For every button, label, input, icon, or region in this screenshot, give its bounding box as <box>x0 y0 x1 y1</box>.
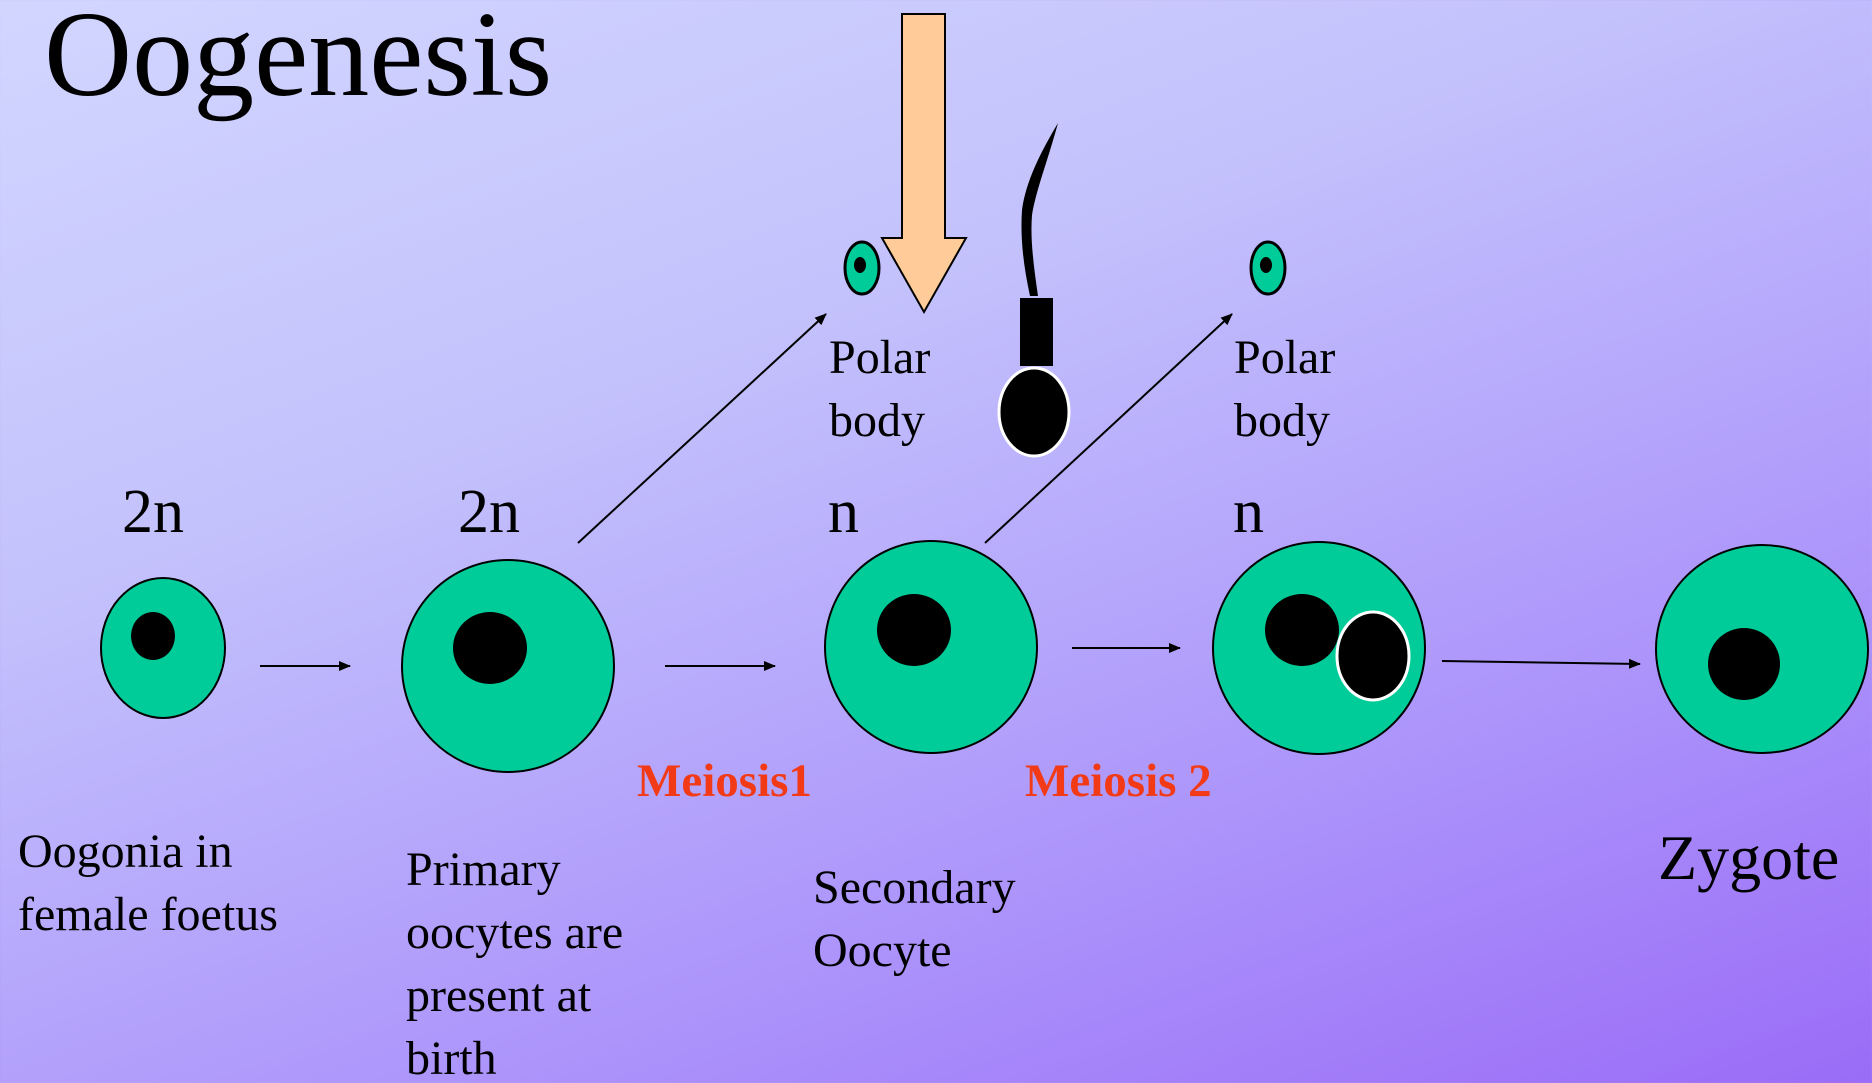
primary-oocytes-caption-line-3: present at <box>406 969 592 1022</box>
arrow-to-polar-body-2 <box>984 313 1233 544</box>
polar-body-1 <box>843 240 881 296</box>
oogonia-caption-line-2: female foetus <box>18 888 278 941</box>
oogonia-caption: Oogonia in female foetus <box>18 820 278 946</box>
polar-body-label-2-line-1: Polar <box>1234 331 1336 384</box>
secondary-oocyte-caption: Secondary Oocyte <box>813 856 1016 982</box>
primary-oocytes-caption-line-4: birth <box>406 1032 497 1083</box>
polar-body-label-2-line-2: body <box>1234 394 1330 447</box>
ploidy-label-fertilized-oocyte: n <box>1233 478 1264 546</box>
primary-oocytes-caption-line-2: oocytes are <box>406 906 624 959</box>
meiosis-2-label: Meiosis 2 <box>1025 755 1212 807</box>
sperm-tail <box>1021 123 1058 296</box>
arrow-to-polar-body-1 <box>577 313 827 544</box>
sperm-entry-arrow <box>880 13 968 315</box>
polar-body-label-2: Polar body <box>1234 326 1335 452</box>
fertilized-oocyte-cell <box>1212 541 1426 755</box>
sperm-head <box>997 366 1071 458</box>
ploidy-label-primary-oocyte: 2n <box>458 478 520 546</box>
secondary-oocyte-caption-line-1: Secondary <box>813 861 1016 914</box>
oogonia-caption-line-1: Oogonia in <box>18 825 233 878</box>
page-title: Oogenesis <box>44 0 553 122</box>
sperm-icon <box>997 123 1071 458</box>
secondary-oocyte-cell <box>824 540 1038 754</box>
secondary-oocyte-caption-line-2: Oocyte <box>813 924 952 977</box>
primary-oocytes-caption-line-1: Primary <box>406 843 561 896</box>
sperm-midpiece <box>1020 298 1053 366</box>
zygote-cell <box>1655 544 1869 754</box>
primary-oocyte-cell <box>401 559 615 773</box>
ploidy-label-oogonia: 2n <box>122 478 184 546</box>
polar-body-2 <box>1249 240 1287 296</box>
meiosis-1-label: Meiosis1 <box>637 755 812 807</box>
zygote-caption: Zygote <box>1658 822 1840 893</box>
primary-oocytes-caption: Primary oocytes are present at birth <box>406 838 623 1083</box>
arrow-fertilized-to-zygote <box>1441 658 1641 669</box>
oogonia-cell <box>100 577 226 719</box>
sperm-nucleus <box>1335 610 1411 702</box>
polar-body-label-1-line-2: body <box>829 394 925 447</box>
polar-body-label-1: Polar body <box>829 326 930 452</box>
polar-body-label-1-line-1: Polar <box>829 331 931 384</box>
ploidy-label-secondary-oocyte: n <box>828 478 859 546</box>
